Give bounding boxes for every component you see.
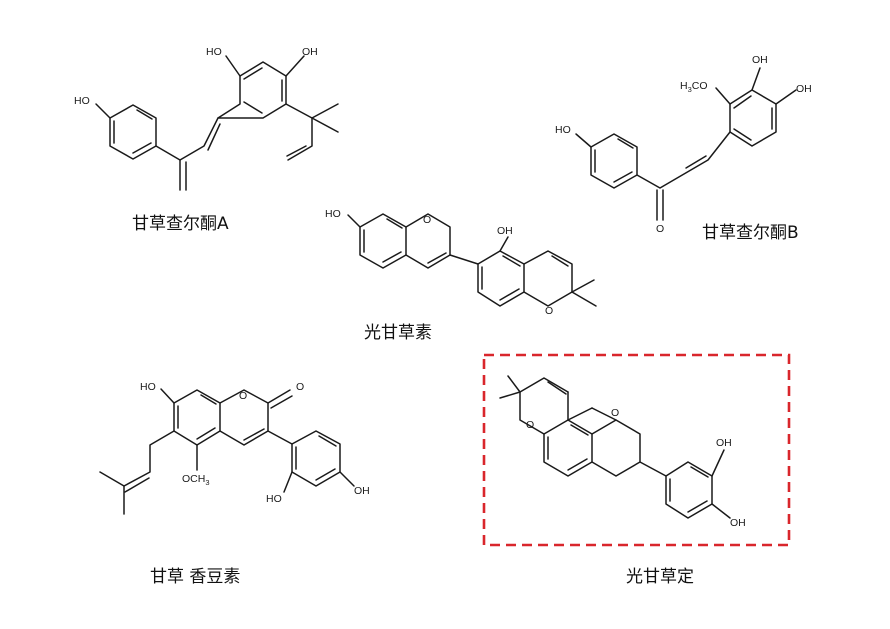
structure-glabridin: O O OH OH 光甘草定 — [482, 353, 791, 587]
oh-label: HO — [555, 124, 571, 136]
caption-glabrene: 光甘草素 — [364, 323, 432, 343]
methoxy-label: H3CO — [680, 80, 708, 94]
carbonyl-oxygen-label: O — [296, 381, 304, 393]
oh-label: HO — [74, 95, 90, 107]
oh-label: HO — [266, 493, 282, 505]
oh-label: HO — [325, 208, 341, 220]
caption-glycycoumarin: 甘草 香豆素 — [150, 567, 240, 587]
caption-licochalcone-b: 甘草查尔酮B — [702, 223, 799, 243]
ring-oxygen-label: O — [423, 214, 431, 226]
oh-label: OH — [796, 83, 812, 95]
ring-oxygen-label: O — [611, 407, 619, 419]
structure-glabrene: HO O OH O 光甘草素 — [325, 208, 597, 343]
oh-label: OH — [716, 437, 732, 449]
structure-licochalcone-b: OH H3CO OH HO O 甘草查尔酮B — [555, 54, 812, 243]
oh-label: OH — [497, 225, 513, 237]
carbonyl-oxygen-label: O — [656, 223, 664, 235]
caption-licochalcone-a: 甘草查尔酮A — [132, 214, 229, 234]
oh-label: OH — [354, 485, 370, 497]
oh-label: HO — [140, 381, 156, 393]
oh-label: OH — [752, 54, 768, 66]
structure-licochalcone-a: HO OH HO 甘草查尔酮A — [74, 46, 339, 234]
ring-oxygen-label: O — [526, 419, 534, 431]
oh-label: OH — [730, 517, 746, 529]
methoxy-label: OCH3 — [182, 473, 210, 487]
oh-label: OH — [302, 46, 318, 58]
caption-glabridin: 光甘草定 — [626, 567, 694, 587]
ring-oxygen-label: O — [239, 390, 247, 402]
highlight-box — [482, 353, 791, 547]
oh-label: HO — [206, 46, 222, 58]
ring-oxygen-label: O — [545, 305, 553, 317]
structure-glycycoumarin: HO O O OCH3 HO OH 甘草 香豆素 — [99, 381, 370, 587]
